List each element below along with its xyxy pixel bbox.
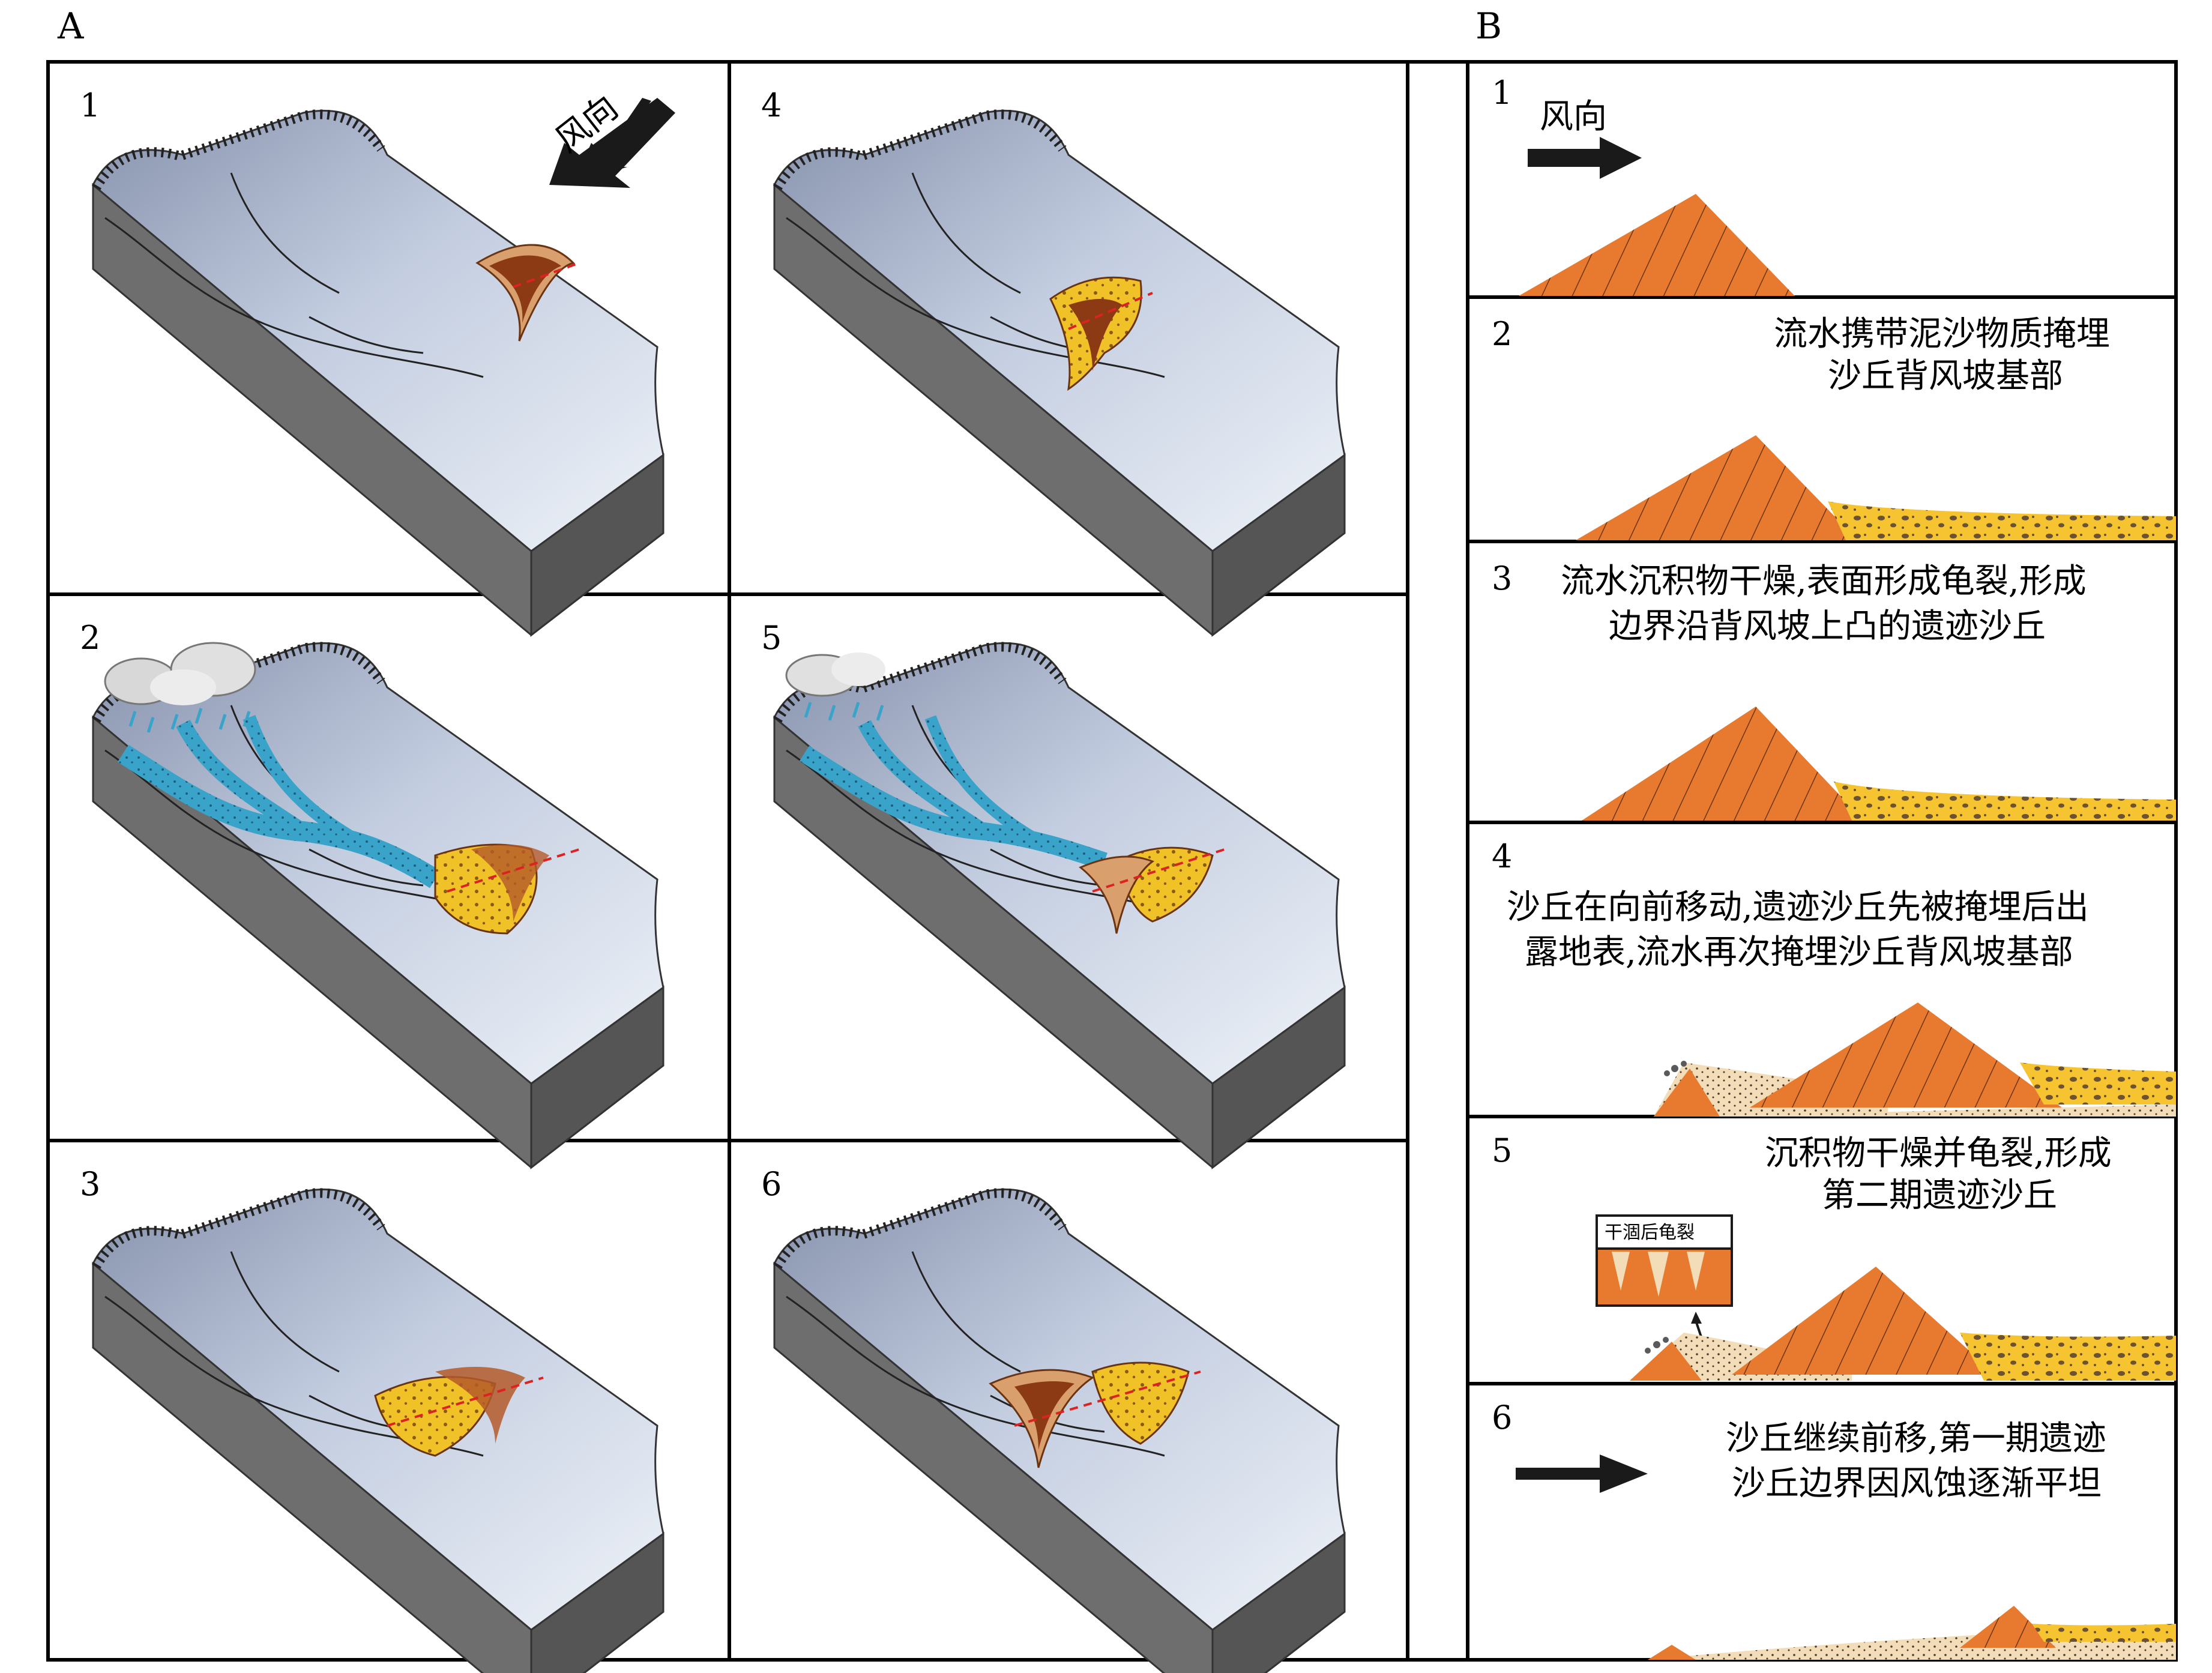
relict-dune xyxy=(1630,1342,1702,1381)
panel-a-cell-3: 3 xyxy=(80,1165,663,1673)
caption-line: 第二期遗迹沙丘 xyxy=(1822,1176,2057,1215)
panel-b-row-6: 6 沙丘继续前移,第一期遗迹 沙丘边界因风蚀逐渐平坦 xyxy=(1492,1399,2176,1660)
wind-arrow-icon xyxy=(549,98,675,188)
wind-arrow-icon xyxy=(1516,1454,1648,1493)
sediment-layer xyxy=(1828,501,2176,540)
row-number: 1 xyxy=(1492,74,1512,112)
panel-b-row-3: 3 流水沉积物干燥,表面形成龟裂,形成 边界沿背风坡上凸的遗迹沙丘 xyxy=(1492,559,2176,821)
caption-line: 露地表,流水再次掩埋沙丘背风坡基部 xyxy=(1525,933,2073,972)
relict-dune xyxy=(1654,1069,1720,1117)
sediment-layer xyxy=(1834,782,2176,821)
dune xyxy=(1750,1002,2062,1108)
caption-line: 流水沉积物干燥,表面形成龟裂,形成 xyxy=(1561,562,2087,601)
dune xyxy=(1576,435,1858,540)
cell-number: 1 xyxy=(80,86,100,124)
row-number: 3 xyxy=(1492,559,1512,597)
row-number: 2 xyxy=(1492,315,1512,353)
outer-frame xyxy=(46,60,2178,1662)
panel-a-cell-5: 5 xyxy=(761,619,1345,1168)
panel-b-label: B xyxy=(1475,5,1502,47)
dune xyxy=(1519,194,1795,296)
sediment-layer xyxy=(2020,1063,2176,1105)
panel-a-cell-1: 1 风向 xyxy=(80,86,675,635)
cloud-icon xyxy=(104,642,256,705)
caption-line: 流水携带泥沙物质掩埋 xyxy=(1774,315,2110,354)
wind-arrow-icon xyxy=(1528,137,1642,179)
cell-number: 3 xyxy=(80,1165,100,1203)
panel-b-row-4: 4 沙丘在向前移动,遗迹沙丘先被掩埋后出 露地表,流水再次掩埋沙丘背风坡基部 xyxy=(1492,837,2176,1117)
panel-a-cell-6: 6 xyxy=(761,1165,1345,1673)
inset-label: 干涸后龟裂 xyxy=(1605,1222,1695,1243)
cell-number: 2 xyxy=(80,619,100,657)
cell-number: 6 xyxy=(761,1165,782,1203)
caption-line: 沙丘背风坡基部 xyxy=(1828,357,2063,396)
cell-number: 4 xyxy=(761,86,782,124)
rain-icon xyxy=(804,702,884,721)
caption-line: 沙丘在向前移动,遗迹沙丘先被掩埋后出 xyxy=(1507,888,2089,927)
caption-line: 沉积物干燥并龟裂,形成 xyxy=(1765,1134,2112,1173)
cell-number: 5 xyxy=(761,619,782,657)
caption-line: 沙丘继续前移,第一期遗迹 xyxy=(1726,1419,2106,1458)
caption-line: 边界沿背风坡上凸的遗迹沙丘 xyxy=(1609,607,2046,646)
panel-a-label: A xyxy=(57,5,84,47)
dune xyxy=(1582,707,1864,821)
relict-dune xyxy=(1648,1645,1696,1660)
panel-a-cell-2: 2 xyxy=(80,619,663,1168)
row-number: 5 xyxy=(1492,1132,1512,1169)
crack-inset: 干涸后龟裂 xyxy=(1596,1214,1733,1307)
row-number: 6 xyxy=(1492,1399,1512,1436)
sediment-layer xyxy=(2032,1624,2176,1642)
dune xyxy=(1732,1267,1996,1375)
caption-line: 沙丘边界因风蚀逐渐平坦 xyxy=(1732,1464,2102,1503)
rain-icon xyxy=(128,708,251,733)
panel-b-row-1: 1 风向 xyxy=(1492,74,1795,296)
cloud-icon xyxy=(785,653,885,697)
panel-a-cell-4: 4 xyxy=(761,86,1345,635)
panel-b-row-5: 5 沉积物干燥并龟裂,形成 第二期遗迹沙丘 干涸后龟裂 xyxy=(1492,1132,2176,1381)
row-number: 4 xyxy=(1492,837,1512,875)
panel-b-row-2: 2 流水携带泥沙物质掩埋 沙丘背风坡基部 xyxy=(1492,315,2176,540)
wind-label: 风向 xyxy=(1540,97,1607,136)
dune xyxy=(1960,1606,2056,1648)
sediment-layer xyxy=(1960,1333,2176,1381)
